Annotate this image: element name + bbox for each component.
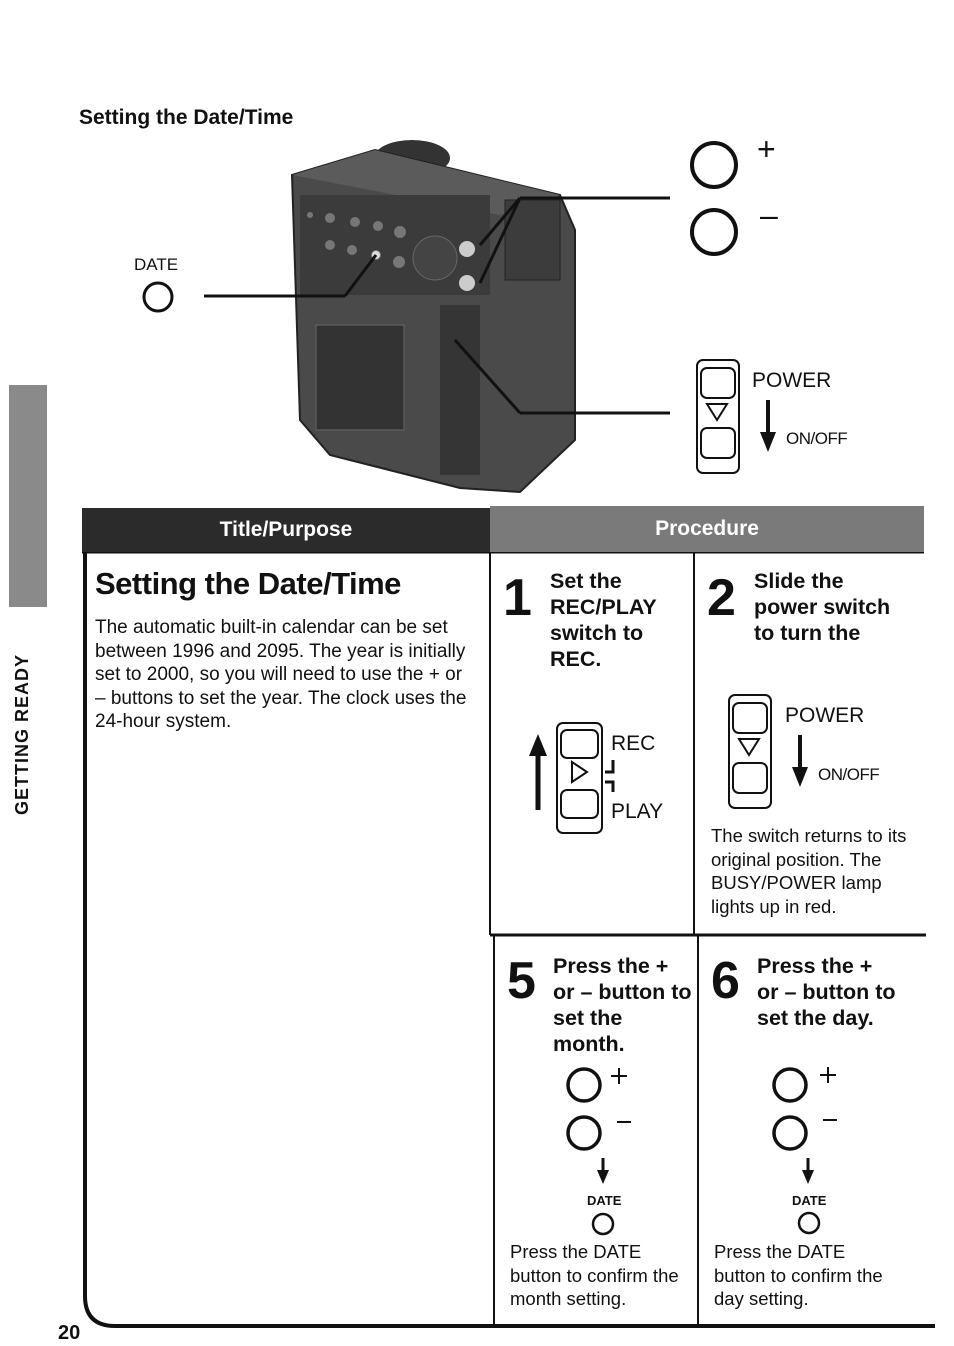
minus-button-icon <box>566 1115 602 1151</box>
step-6-buttons-icon <box>772 1067 837 1235</box>
down-arrow-icon <box>597 1170 609 1184</box>
step-6-note: Press the DATE button to confirm the day… <box>714 1241 883 1309</box>
down-arrow-icon <box>760 432 776 452</box>
minus-button-icon <box>772 1115 808 1151</box>
step-5-note: Press the DATE button to confirm the mon… <box>510 1241 679 1309</box>
lcd-screen <box>315 324 405 431</box>
page-number: 20 <box>58 1322 81 1344</box>
power-label: POWER <box>752 369 832 392</box>
header-procedure: Procedure <box>490 506 924 552</box>
step-1-number: 1 <box>503 569 532 627</box>
step-5-title: Press the + or – button to set the month… <box>553 954 692 1056</box>
step-5-number: 5 <box>507 952 536 1010</box>
plus-button-icon <box>690 141 738 189</box>
plus-sign: + <box>757 131 776 167</box>
date-button-icon <box>797 1211 821 1235</box>
rec-play-switch-icon <box>529 722 615 834</box>
step-2-power-label: POWER <box>785 704 865 727</box>
step-6-title: Press the + or – button to set the day. <box>757 954 896 1030</box>
camera-top-face <box>292 150 560 215</box>
power-switch-icon-step-2 <box>728 694 808 809</box>
section-title: Setting the Date/Time <box>95 566 401 601</box>
step-5-date-label: DATE <box>587 1193 622 1208</box>
plus-button-on-camera <box>459 241 475 257</box>
step-5-buttons-icon <box>566 1067 631 1236</box>
power-switch-icon <box>696 359 740 474</box>
step-6-number: 6 <box>711 952 740 1010</box>
plus-button-icon <box>566 1067 602 1103</box>
header-title-purpose: Title/Purpose <box>82 508 490 552</box>
minus-sign: – <box>760 197 778 233</box>
step-2-title: Slide the power switch to turn the <box>754 569 891 645</box>
side-tab <box>9 385 47 607</box>
dial <box>412 235 458 281</box>
down-arrow-icon <box>802 1170 814 1184</box>
plus-button-icon <box>772 1067 808 1103</box>
up-arrow-icon <box>529 734 547 756</box>
side-strip <box>440 305 480 475</box>
onoff-label: ON/OFF <box>786 429 848 448</box>
step-2-onoff-label: ON/OFF <box>818 765 880 784</box>
step-2-number: 2 <box>707 569 736 627</box>
date-button-icon <box>591 1212 615 1236</box>
minus-button-on-camera <box>459 275 475 291</box>
page-heading: Setting the Date/Time <box>79 106 294 129</box>
date-button-icon <box>142 281 174 313</box>
play-label: PLAY <box>611 800 664 823</box>
step-2-note: The switch returns to its original posit… <box>711 825 907 917</box>
camera-illustration <box>142 140 776 494</box>
section-description: The automatic built-in calendar can be s… <box>95 617 467 732</box>
step-1-title: Set the REC/PLAY switch to REC. <box>550 569 657 671</box>
rec-label: REC <box>611 732 656 755</box>
step-6-date-label: DATE <box>792 1193 827 1208</box>
date-label: DATE <box>134 255 179 274</box>
minus-button-icon <box>690 208 738 256</box>
